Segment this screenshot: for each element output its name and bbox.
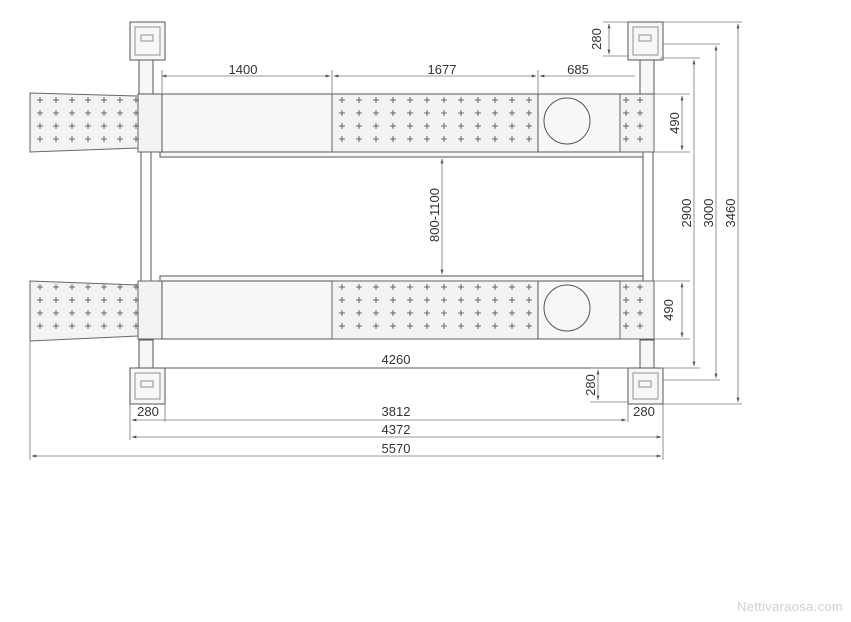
dim-800-1100: 800-1100	[427, 188, 442, 242]
dim-280-bottom-right: 280	[633, 404, 655, 419]
watermark: Nettivaraosa.com	[737, 599, 843, 614]
dim-post-top-280: 280	[589, 28, 604, 50]
dim-490-bottom: 490	[661, 299, 676, 321]
dimension-lines	[29, 21, 742, 460]
dim-4260: 4260	[382, 352, 411, 367]
runway-top	[29, 92, 655, 153]
dim-post-bottom-280: 280	[583, 374, 598, 396]
dim-3000: 3000	[701, 199, 716, 228]
dim-685: 685	[567, 62, 589, 77]
dim-3812: 3812	[382, 404, 411, 419]
dim-280-bottom-left: 280	[137, 404, 159, 419]
post-top-left	[129, 21, 166, 95]
dim-4372: 4372	[382, 422, 411, 437]
post-bottom-left	[129, 339, 166, 405]
dim-1400: 1400	[229, 62, 258, 77]
dim-5570: 5570	[382, 441, 411, 456]
post-top-right	[627, 21, 664, 95]
dim-2900: 2900	[679, 199, 694, 228]
post-bottom-right	[627, 339, 664, 405]
dim-490-top: 490	[667, 112, 682, 134]
dim-1677: 1677	[428, 62, 457, 77]
tread-pattern	[37, 97, 643, 329]
dim-3460: 3460	[723, 199, 738, 228]
